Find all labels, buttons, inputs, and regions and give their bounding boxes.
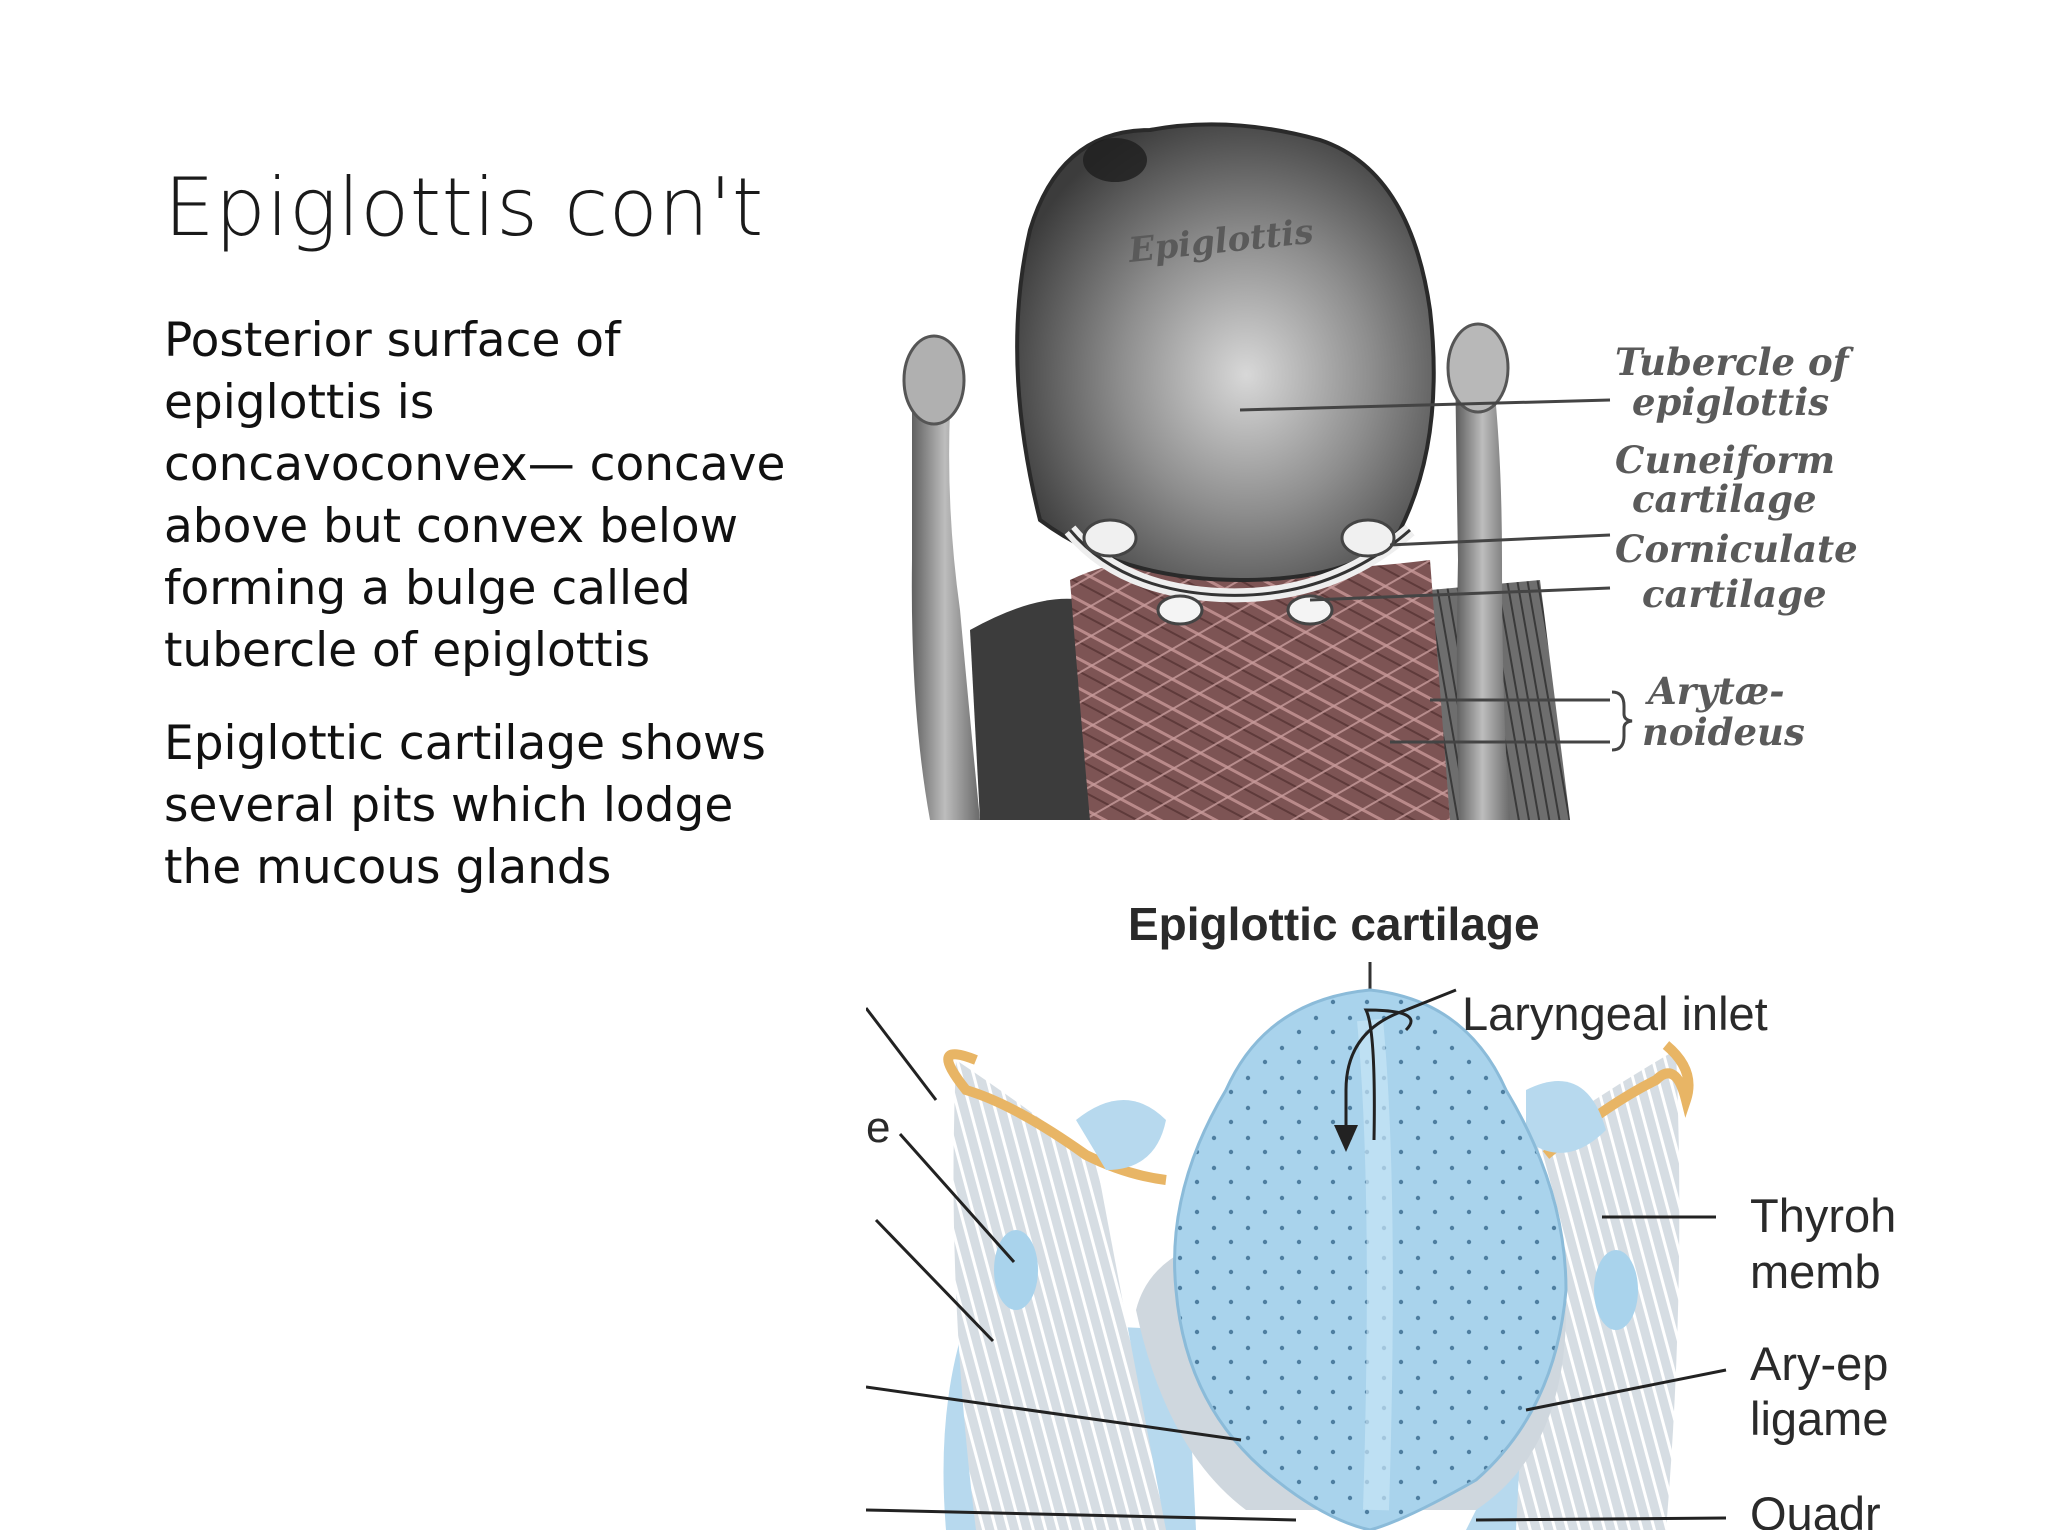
left-cuneiform-cartilage xyxy=(1082,518,1138,558)
laryngeal-inlet-figure: Epiglottic cartilage xyxy=(866,898,1896,1530)
text-line: forming a bulge called xyxy=(164,561,691,616)
heading-epiglottic-cartilage: Epiglottic cartilage xyxy=(1128,898,1540,950)
left-hyoid-rim xyxy=(943,1049,1167,1185)
left-thyrohyoid-membrane xyxy=(953,1060,1166,1530)
label-tubercle-of-epiglottis: Tubercle of xyxy=(1615,340,1855,384)
epiglottis-body xyxy=(1015,122,1436,583)
right-cuneiform-nodule xyxy=(1594,1250,1638,1330)
label-thyrohyoid-membrane-2: memb xyxy=(1750,1245,1881,1298)
arytaenoideus-brace xyxy=(1611,690,1633,752)
label-cuneiform-cartilage-2: cartilage xyxy=(1632,477,1817,521)
label-tubercle-of-epiglottis-2: epiglottis xyxy=(1632,380,1829,424)
label-corniculate-cartilage: Corniculate xyxy=(1615,527,1858,571)
label-arytaenoideus: Arytæ- xyxy=(1645,669,1785,713)
label-arytaenoideus-2: noideus xyxy=(1642,710,1805,754)
label-corniculate-cartilage-2: cartilage xyxy=(1642,572,1827,616)
text-line: several pits which lodge xyxy=(164,778,734,833)
laryngeal-inlet-arrow xyxy=(1334,1125,1358,1152)
text-line: the mucous glands xyxy=(164,840,612,895)
label-quadrangular-membrane: Quadr xyxy=(1750,1487,1881,1530)
text-line: concavoconvex— concave xyxy=(164,437,786,492)
paragraph-posterior-surface: Posterior surface of epiglottis is conca… xyxy=(164,310,804,682)
epiglottis-engraving-figure: Epiglottis Tubercle of epiglottis Cuneif… xyxy=(902,122,1858,820)
text-line: tubercle of epiglottis xyxy=(164,623,651,678)
label-aryepiglottic-ligament: Ary-ep xyxy=(1750,1337,1888,1390)
label-thyrohyoid-membrane: Thyroh xyxy=(1750,1189,1896,1242)
text-line: above but convex below xyxy=(164,499,739,554)
left-arytenoid-horn xyxy=(909,344,980,820)
text-line: Posterior surface of xyxy=(164,313,621,368)
text-line: epiglottis is xyxy=(164,375,435,430)
right-cuneiform-cartilage xyxy=(1340,518,1396,558)
paragraph-epiglottic-cartilage: Epiglottic cartilage shows several pits … xyxy=(164,713,804,899)
label-aryepiglottic-ligament-2: ligame xyxy=(1750,1392,1888,1445)
label-laryngeal-inlet: Laryngeal inlet xyxy=(1462,987,1768,1040)
text-line: Epiglottic cartilage shows xyxy=(164,716,766,771)
label-cuneiform-cartilage: Cuneiform xyxy=(1615,438,1835,482)
left-cuneiform-nodule xyxy=(994,1230,1038,1310)
label-clipped-left: e xyxy=(866,1103,890,1152)
slide-title: Epiglottis con't xyxy=(164,161,764,254)
